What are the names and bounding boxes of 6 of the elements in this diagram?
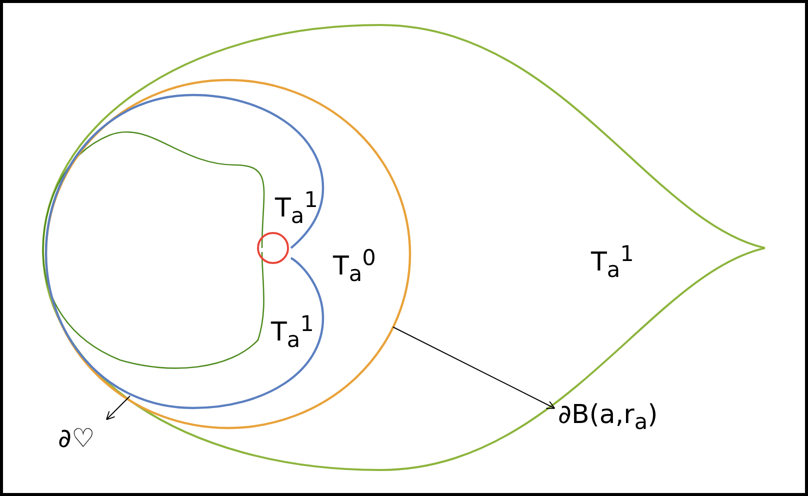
leader-line	[106, 396, 130, 420]
circle-curve	[45, 79, 413, 429]
curve-label: ∂B(a,r$_{a}$)	[558, 401, 658, 436]
cardioid-curve	[45, 94, 325, 410]
leader-line	[392, 326, 556, 409]
curve-label: ∂♡	[58, 425, 95, 454]
